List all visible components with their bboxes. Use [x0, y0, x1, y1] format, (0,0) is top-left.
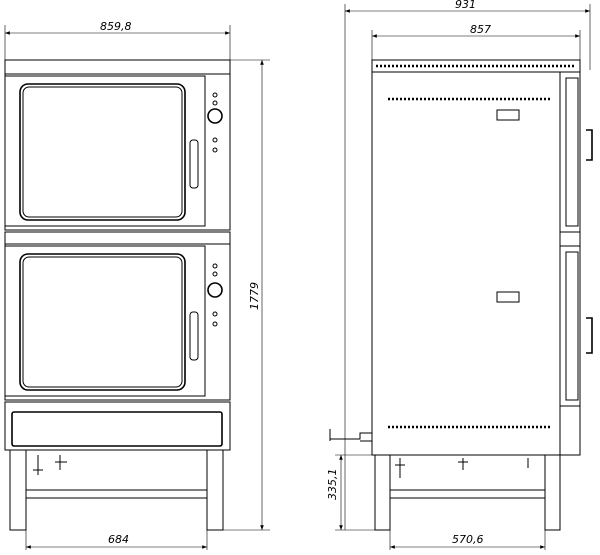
control-knob [207, 108, 223, 124]
dimension-total-height: 1779 [223, 59, 270, 531]
lower-oven [4, 243, 231, 401]
dimension-label-total-height: 1779 [248, 282, 261, 310]
control-knob [207, 282, 223, 298]
dimension-label-overall-depth: 931 [455, 0, 476, 11]
dimension-front-width: 859,8 [4, 20, 231, 60]
dimension-leg-height: 335,1 [326, 454, 375, 531]
dimension-label-leg-span-side: 570,6 [452, 533, 484, 546]
dimension-body-depth: 857 [371, 23, 581, 60]
dimension-overall-depth: 931 [344, 0, 591, 530]
dimension-label-body-depth: 857 [470, 23, 491, 36]
dimension-label-leg-span-front: 684 [108, 533, 129, 546]
stand-legs-side [374, 454, 561, 531]
stand-legs [9, 449, 224, 531]
oven-body-side [371, 71, 561, 456]
door-handle [189, 139, 199, 189]
front-view: 859,8 [4, 20, 270, 550]
side-view: 931 857 [326, 0, 593, 550]
door-handle [586, 129, 593, 354]
dimension-leg-span-side: 570,6 [389, 530, 546, 550]
base-cabinet [4, 401, 231, 451]
drain-pipe [329, 429, 372, 442]
dimension-leg-span-front: 684 [25, 530, 208, 550]
dimension-label-front-width: 859,8 [100, 20, 132, 33]
dimension-label-leg-height: 335,1 [326, 469, 339, 501]
door-handle [189, 311, 199, 361]
upper-oven [4, 73, 231, 231]
